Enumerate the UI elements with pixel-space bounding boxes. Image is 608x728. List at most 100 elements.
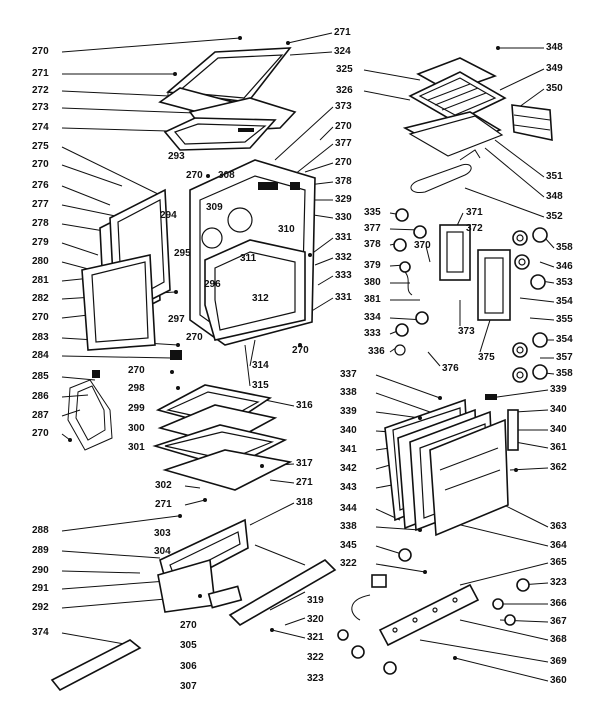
- part-label-335: 335: [364, 207, 381, 218]
- part-label-364: 364: [550, 540, 567, 551]
- part-label-285: 285: [32, 371, 49, 382]
- part-label-344: 344: [340, 503, 357, 514]
- part-label-270: 270: [186, 332, 203, 343]
- part-label-352: 352: [546, 211, 563, 222]
- part-label-334: 334: [364, 312, 381, 323]
- part-label-362: 362: [550, 462, 567, 473]
- part-label-278: 278: [32, 218, 49, 229]
- part-label-277: 277: [32, 199, 49, 210]
- part-label-294: 294: [160, 210, 177, 221]
- part-label-357: 357: [556, 352, 573, 363]
- part-label-325: 325: [336, 64, 353, 75]
- part-label-312: 312: [252, 293, 269, 304]
- part-label-338: 338: [340, 521, 357, 532]
- part-label-271: 271: [32, 68, 49, 79]
- part-label-270: 270: [186, 170, 203, 181]
- part-label-270: 270: [32, 428, 49, 439]
- part-label-358: 358: [556, 242, 573, 253]
- part-label-371: 371: [466, 207, 483, 218]
- part-label-378: 378: [364, 239, 381, 250]
- part-label-343: 343: [340, 482, 357, 493]
- part-label-271: 271: [155, 499, 172, 510]
- part-label-275: 275: [32, 141, 49, 152]
- part-label-296: 296: [204, 279, 221, 290]
- part-label-322: 322: [340, 558, 357, 569]
- part-label-331: 331: [335, 292, 352, 303]
- part-label-365: 365: [550, 557, 567, 568]
- part-label-330: 330: [335, 212, 352, 223]
- part-label-340: 340: [340, 425, 357, 436]
- part-label-310: 310: [278, 224, 295, 235]
- part-label-354: 354: [556, 296, 573, 307]
- part-label-320: 320: [307, 614, 324, 625]
- part-label-311: 311: [240, 253, 257, 264]
- part-label-272: 272: [32, 85, 49, 96]
- part-label-288: 288: [32, 525, 49, 536]
- part-label-290: 290: [32, 565, 49, 576]
- part-label-282: 282: [32, 293, 49, 304]
- part-label-304: 304: [154, 546, 171, 557]
- part-label-297: 297: [168, 314, 185, 325]
- part-label-309: 309: [206, 202, 223, 213]
- part-label-329: 329: [335, 194, 352, 205]
- part-label-379: 379: [364, 260, 381, 271]
- part-label-348: 348: [546, 42, 563, 53]
- part-label-380: 380: [364, 277, 381, 288]
- part-label-292: 292: [32, 602, 49, 613]
- part-label-373: 373: [458, 326, 475, 337]
- part-label-270: 270: [335, 121, 352, 132]
- part-label-270: 270: [180, 620, 197, 631]
- part-label-316: 316: [296, 400, 313, 411]
- part-label-333: 333: [364, 328, 381, 339]
- part-label-279: 279: [32, 237, 49, 248]
- part-label-276: 276: [32, 180, 49, 191]
- part-label-381: 381: [364, 294, 381, 305]
- part-label-333: 333: [335, 270, 352, 281]
- part-label-324: 324: [334, 46, 351, 57]
- part-label-319: 319: [307, 595, 324, 606]
- part-label-300: 300: [128, 423, 145, 434]
- part-label-281: 281: [32, 275, 49, 286]
- part-label-345: 345: [340, 540, 357, 551]
- part-label-370: 370: [414, 240, 431, 251]
- part-label-376: 376: [442, 363, 459, 374]
- part-label-317: 317: [296, 458, 313, 469]
- part-label-318: 318: [296, 497, 313, 508]
- part-label-348: 348: [546, 191, 563, 202]
- control-components: [393, 208, 548, 383]
- broiler-pan-assembly: [402, 57, 553, 194]
- part-label-351: 351: [546, 171, 563, 182]
- part-label-314: 314: [252, 360, 269, 371]
- part-label-340: 340: [550, 424, 567, 435]
- oven-rack-bottom: [152, 384, 293, 491]
- part-label-289: 289: [32, 545, 49, 556]
- part-label-301: 301: [128, 442, 145, 453]
- part-label-287: 287: [32, 410, 49, 421]
- part-label-361: 361: [550, 442, 567, 453]
- part-label-374: 374: [32, 627, 49, 638]
- part-label-293: 293: [168, 151, 185, 162]
- part-label-270: 270: [32, 46, 49, 57]
- part-label-302: 302: [155, 480, 172, 491]
- part-label-271: 271: [334, 27, 351, 38]
- part-label-367: 367: [550, 616, 567, 627]
- part-label-339: 339: [340, 406, 357, 417]
- part-label-358: 358: [556, 368, 573, 379]
- part-label-331: 331: [335, 232, 352, 243]
- part-label-308: 308: [218, 170, 235, 181]
- lower-rail-parts: [337, 548, 530, 675]
- lower-bracket-drawer: [50, 514, 337, 692]
- part-label-270: 270: [292, 345, 309, 356]
- part-label-270: 270: [32, 312, 49, 323]
- part-label-332: 332: [335, 252, 352, 263]
- part-label-336: 336: [368, 346, 385, 357]
- part-label-307: 307: [180, 681, 197, 692]
- oven-door-assembly: [384, 394, 519, 537]
- part-label-377: 377: [335, 138, 352, 149]
- part-label-273: 273: [32, 102, 49, 113]
- part-label-354: 354: [556, 334, 573, 345]
- part-label-284: 284: [32, 350, 49, 361]
- part-label-338: 338: [340, 387, 357, 398]
- part-label-377: 377: [364, 223, 381, 234]
- part-label-353: 353: [556, 277, 573, 288]
